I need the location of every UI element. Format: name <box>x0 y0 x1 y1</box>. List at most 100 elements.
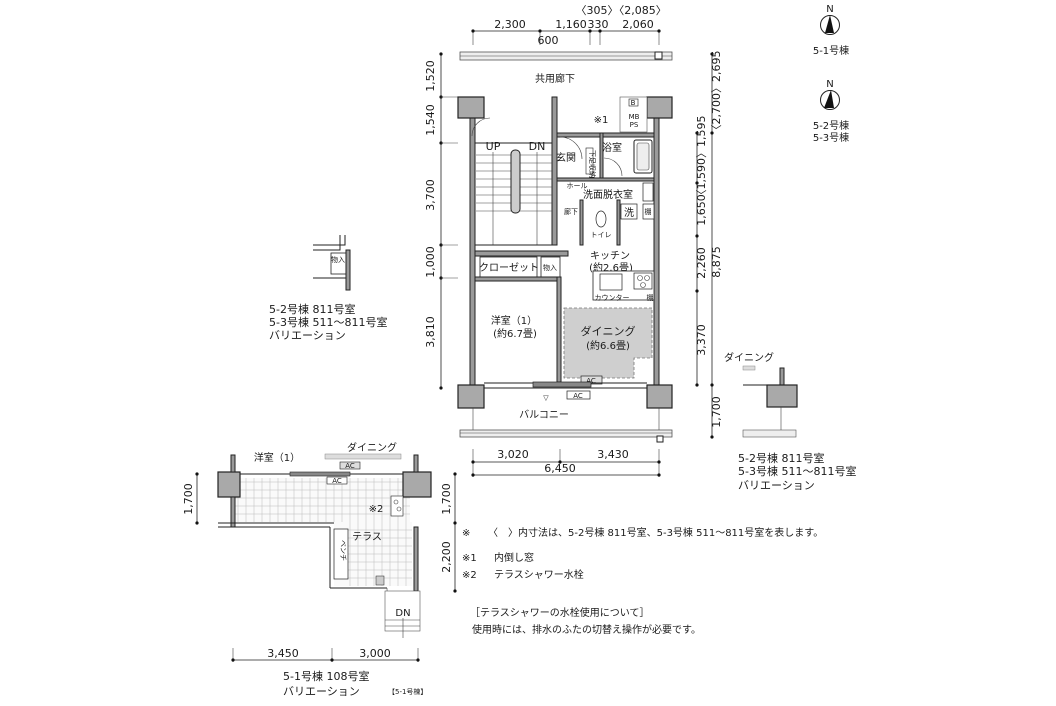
note-inward-window: 内倒し窓 <box>494 551 534 564</box>
dim-left-3810: 3,810 <box>424 316 437 348</box>
terrace-label-ac-outdoor: AC <box>332 477 342 485</box>
dim-right-1650: 1,650 <box>695 194 708 226</box>
shower-usage-body: 使用時には、排水のふたの切替え操作が必要です。 <box>472 623 701 636</box>
compass-building-label-2: 5-3号棟 <box>813 131 849 144</box>
compass-building-label: 5-1号棟 <box>813 44 849 57</box>
label-shelf: 棚 <box>645 207 652 216</box>
staircase <box>471 117 557 246</box>
variation-right-line2: 5-3号棟 511〜811号室 <box>738 464 856 478</box>
label-dining: ダイニング <box>581 324 636 338</box>
note-mark-1: ※1 <box>594 115 609 126</box>
label-ps: PS <box>630 121 639 129</box>
notes: ※ 〈 〉内寸法は、5-2号棟 811号室、5-3号棟 511〜811号室を表し… <box>462 526 823 636</box>
terrace-dim-right-1700: 1,700 <box>440 483 453 515</box>
dim-right-2695: 〈2,700〉2,695 <box>710 51 723 136</box>
label-entrance: 玄関 <box>556 151 576 164</box>
terrace-dim-right-2200: 2,200 <box>440 541 453 573</box>
right-dimensions: 〈1,590〉1,595 1,650 2,260 3,370 〈2,700〉2,… <box>695 51 723 439</box>
note-dimensions: 〈 〉内寸法は、5-2号棟 811号室、5-3号棟 511〜811号室を表します… <box>488 526 823 539</box>
terrace-label-dining: ダイニング <box>347 441 397 454</box>
dim-top-2085: 〈2,085〉 <box>613 4 667 17</box>
terrace-note-mark-2: ※2 <box>369 504 384 515</box>
dim-top-600: 600 <box>538 34 559 47</box>
terrace-caption-line1: 5-1号棟 108号室 <box>283 669 369 683</box>
label-stair-down: DN <box>529 140 546 153</box>
compass-5-2-5-3: N 5-2号棟 5-3号棟 <box>813 79 849 144</box>
north-arrow-icon <box>824 90 834 108</box>
label-hall: ホール <box>567 182 588 190</box>
compass-5-1: N 5-1号棟 <box>813 4 849 57</box>
dim-left-3700: 3,700 <box>424 179 437 211</box>
label-common-corridor: 共用廊下 <box>535 72 575 85</box>
terrace-dimensions: 1,700 1,700 2,200 3,450 3,000 <box>182 472 457 662</box>
label-storage: 物入 <box>543 263 557 272</box>
terrace-dim-bottom-3450: 3,450 <box>267 647 299 660</box>
label-kitchen: キッチン <box>590 250 630 262</box>
dim-bottom-6450: 6,450 <box>544 462 576 475</box>
terrace-building-tag: 【5-1号棟】 <box>388 687 427 696</box>
top-dimensions: 2,300 1,160 330 2,060 600 〈305〉 〈2,085〉 <box>471 4 667 47</box>
label-variation-storage: 物入 <box>331 255 345 264</box>
dim-top-305: 〈305〉 <box>576 4 619 17</box>
terrace-label-down: DN <box>395 608 410 619</box>
terrace-label-bench: ベンチ <box>339 540 347 561</box>
label-b: B <box>631 99 636 107</box>
variation-right-line1: 5-2号棟 811号室 <box>738 451 824 465</box>
label-washer: 洗 <box>624 207 634 219</box>
variation-storage-detail: 物入 <box>313 235 351 291</box>
label-dining-size: (約6.6畳) <box>586 339 630 352</box>
label-shelf-kitchen: 棚 <box>647 293 654 302</box>
dim-left-1540: 1,540 <box>424 104 437 136</box>
north-label: N <box>826 4 833 15</box>
dim-right-8875: 8,875 <box>710 246 723 278</box>
dim-top-2060: 2,060 <box>622 18 654 31</box>
terrace-tiles <box>232 478 412 586</box>
dim-top-330: 330 <box>588 18 609 31</box>
variation-mid-line2: 5-3号棟 511〜811号室 <box>269 315 387 329</box>
dim-left-1000: 1,000 <box>424 246 437 278</box>
main-unit-plan: UP DN B MB PS ※1 下足収納 浴室 玄関 ホール 洗面脱衣室 洗 … <box>457 96 673 443</box>
terrace-dim-left-1700: 1,700 <box>182 483 195 515</box>
label-western-room: 洋室（1） <box>491 314 537 327</box>
dim-bottom-3020: 3,020 <box>497 448 529 461</box>
corridor-railing <box>459 51 673 61</box>
label-bath: 浴室 <box>602 141 622 154</box>
note-terrace-shower: テラスシャワー水栓 <box>494 568 584 581</box>
dim-top-2300: 2,300 <box>494 18 526 31</box>
compass-building-label: 5-2号棟 <box>813 119 849 132</box>
terrace-caption-line2: バリエーション <box>283 685 360 698</box>
note-mark-1-legend: ※1 <box>462 553 477 564</box>
label-hallway: 廊下 <box>564 207 578 216</box>
label-balcony: バルコニー <box>519 409 569 421</box>
bottom-dimensions: 3,020 3,430 6,450 <box>471 448 661 477</box>
drain-icon: ▽ <box>543 394 549 402</box>
label-ac-outdoor: AC <box>573 392 583 400</box>
variation-right-line3: バリエーション <box>738 479 815 492</box>
dim-left-1520: 1,520 <box>424 60 437 92</box>
label-closet: クローゼット <box>479 262 539 274</box>
terrace-variation-plan: 洋室（1） ダイニング AC AC ベンチ ※2 テラス <box>217 441 432 638</box>
dim-right-2260: 2,260 <box>695 247 708 279</box>
dim-right-1700: 1,700 <box>710 396 723 428</box>
terrace-dim-bottom-3000: 3,000 <box>359 647 391 660</box>
label-stair-up: UP <box>486 140 501 153</box>
label-western-room-size: (約6.7畳) <box>493 327 537 340</box>
label-ac-indoor: AC <box>586 377 596 385</box>
label-counter: カウンター <box>595 293 630 302</box>
left-dimensions: 1,520 1,540 3,700 1,000 3,810 <box>424 52 458 390</box>
variation-right-dining: ダイニング <box>724 351 774 364</box>
north-label: N <box>826 79 833 90</box>
label-washroom: 洗面脱衣室 <box>583 188 633 201</box>
terrace-label-ac-indoor: AC <box>345 462 355 470</box>
label-toilet: トイレ <box>591 231 612 239</box>
label-mb: MB <box>629 113 640 121</box>
dim-right-1595: 〈1,590〉1,595 <box>695 116 708 201</box>
terrace-label-terrace: テラス <box>352 531 382 543</box>
note-mark-2-legend: ※2 <box>462 570 477 581</box>
note-mark-0: ※ <box>462 528 470 539</box>
label-shoe-storage: 下足収納 <box>588 150 597 178</box>
dim-bottom-3430: 3,430 <box>597 448 629 461</box>
dim-top-1160: 1,160 <box>555 18 587 31</box>
dim-right-3370: 3,370 <box>695 324 708 356</box>
